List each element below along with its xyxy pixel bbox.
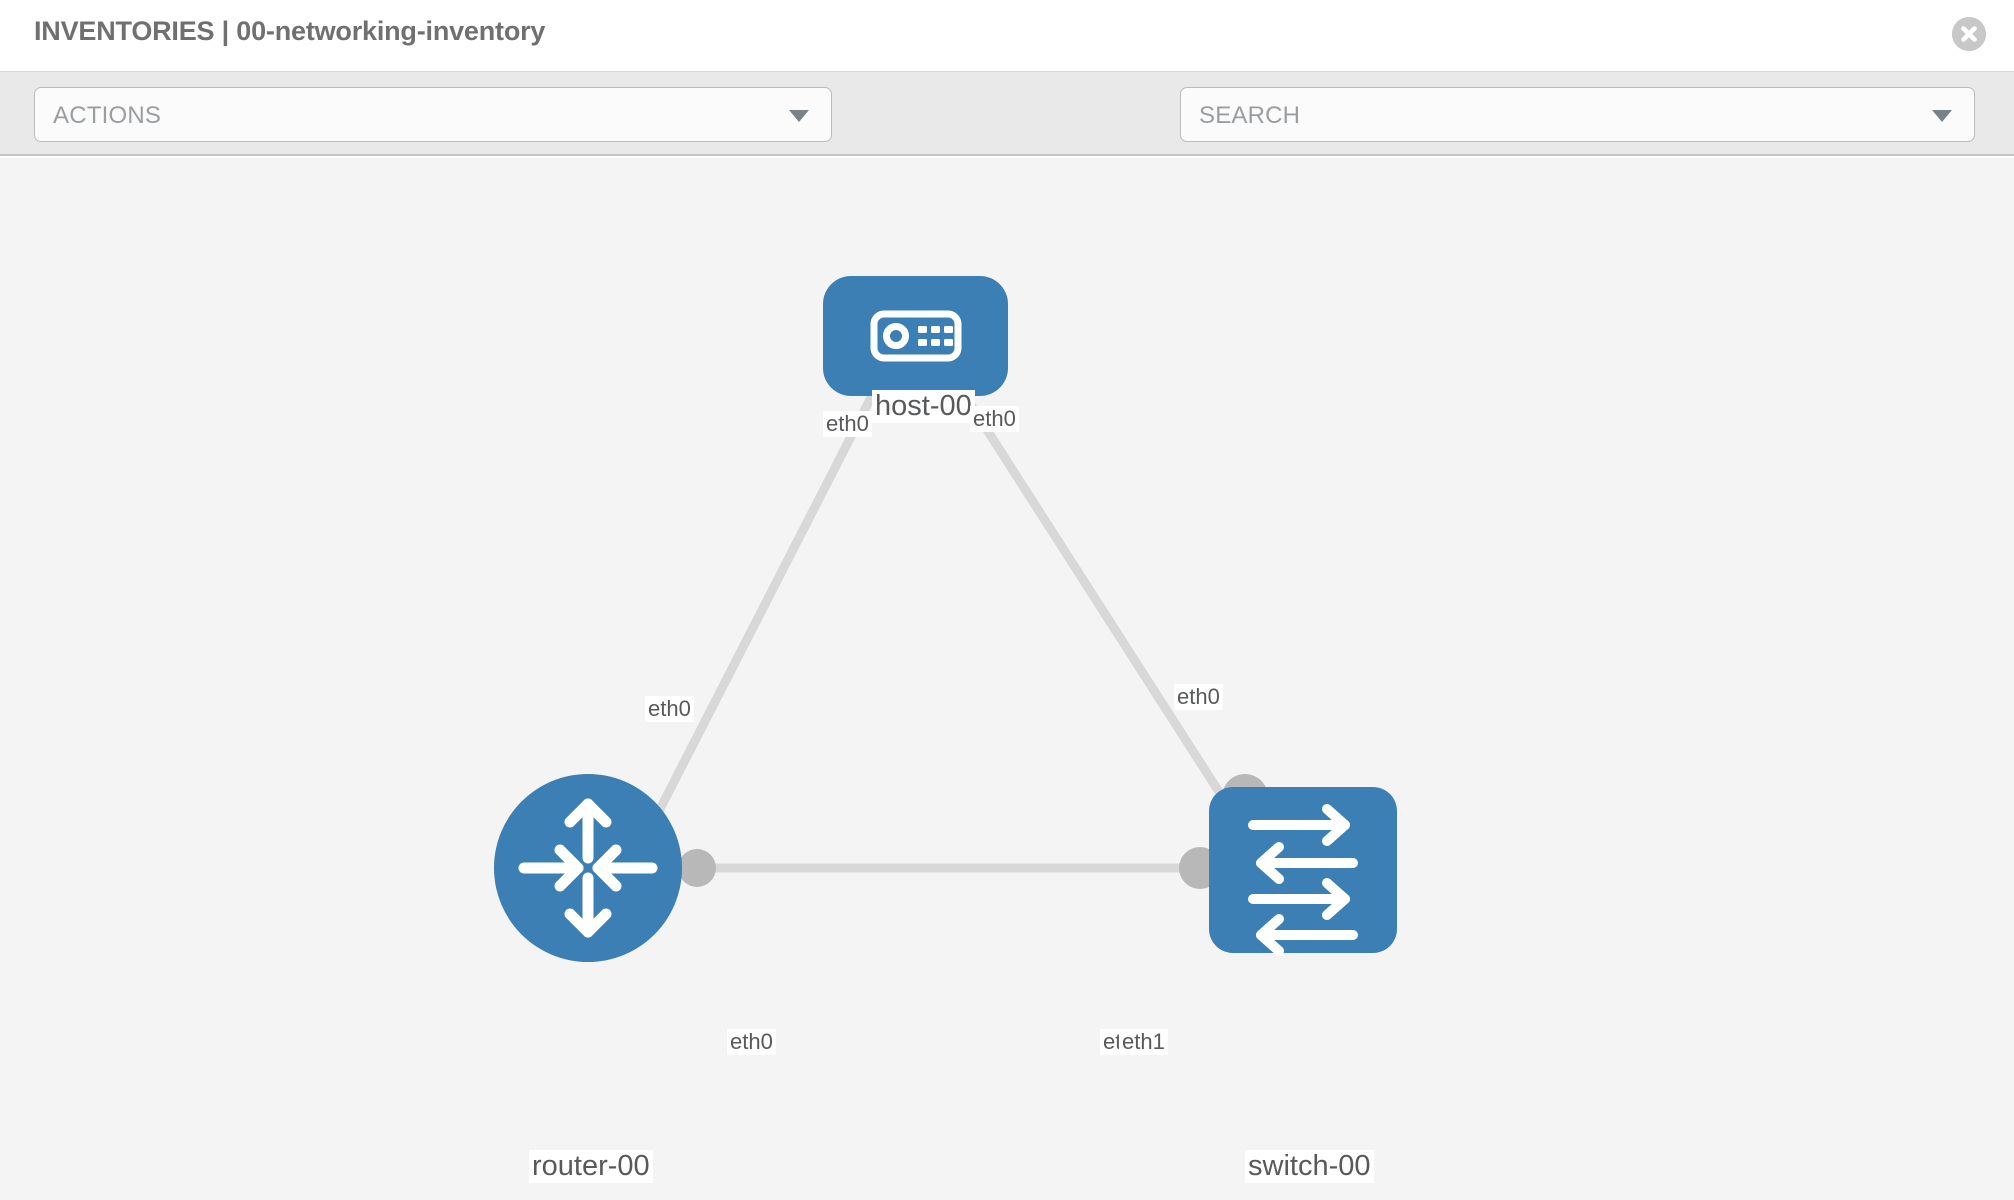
node-label-router-00: router-00 [529, 1150, 653, 1183]
edge-label-router-right: eth0 [727, 1029, 776, 1055]
edge-label-router-up: eth0 [645, 696, 694, 722]
router-icon [518, 798, 658, 938]
switch-icon [1248, 804, 1358, 956]
topology-graph [494, 276, 1397, 962]
node-router-00[interactable] [494, 774, 682, 962]
edge-label-switch-left-b: eth1 [1119, 1029, 1168, 1055]
node-label-switch-00: switch-00 [1245, 1150, 1374, 1183]
edge-label-switch-up: eth0 [1174, 684, 1223, 710]
page-title: INVENTORIES | 00-networking-inventory [34, 16, 546, 46]
close-icon[interactable] [1952, 17, 1986, 51]
actions-dropdown[interactable]: ACTIONS [34, 87, 832, 142]
page-header: INVENTORIES | 00-networking-inventory [0, 0, 2014, 72]
node-host-00[interactable] [823, 276, 1008, 396]
edge-label-host-right: eth0 [970, 406, 1019, 432]
node-label-host-00: host-00 [872, 390, 975, 423]
edge-group [635, 375, 1260, 873]
chevron-down-icon [789, 109, 809, 122]
node-switch-00[interactable] [1209, 787, 1397, 956]
search-input[interactable]: SEARCH [1180, 87, 1975, 142]
connector-router-right [678, 849, 716, 887]
chevron-down-icon [1932, 109, 1952, 122]
edge-label-host-left: eth0 [823, 411, 872, 437]
toolbar: ACTIONS SEARCH [0, 72, 2014, 199]
server-icon [870, 310, 962, 362]
search-placeholder: SEARCH [1199, 102, 1301, 129]
edge-host-switch [950, 375, 1260, 853]
actions-dropdown-label: ACTIONS [53, 102, 162, 129]
topology-canvas[interactable]: host-00 router-00 switch-00 eth0 eth0 et… [0, 158, 2014, 1200]
edge-host-router [635, 375, 885, 853]
